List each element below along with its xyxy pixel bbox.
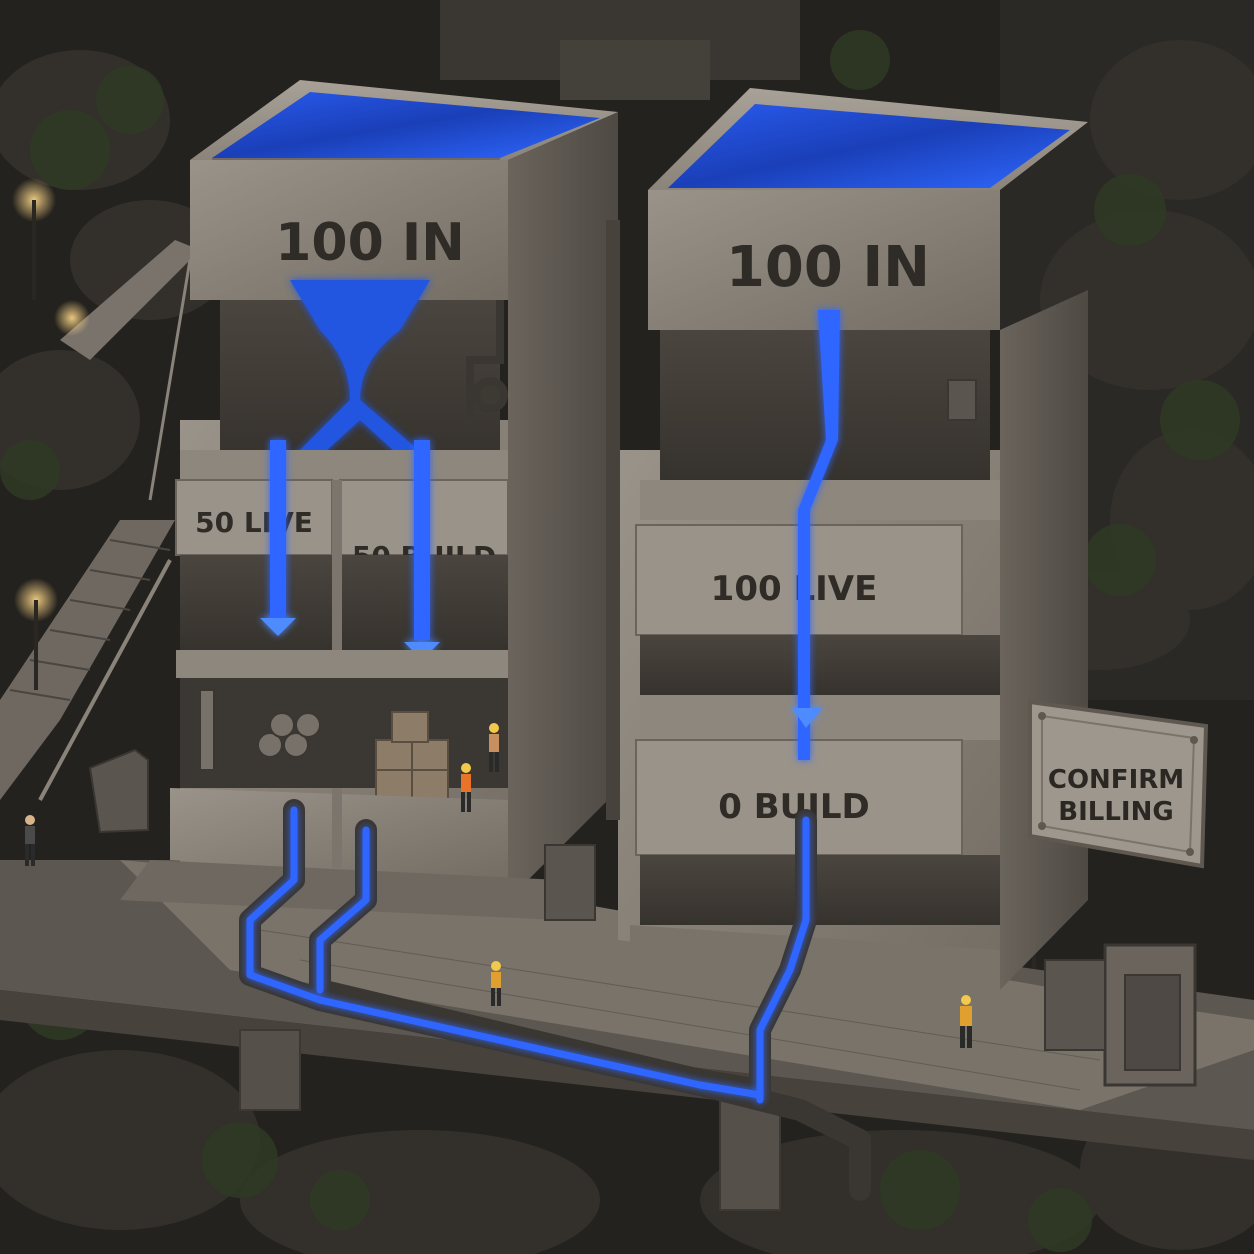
confirm-billing-sign: CONFIRM BILLING bbox=[1028, 699, 1209, 869]
worker-figure bbox=[25, 815, 35, 866]
right-build-label: 0 BUILD bbox=[718, 787, 870, 827]
utility-cabinets bbox=[88, 748, 1197, 1087]
right-live-label: 100 LIVE bbox=[711, 569, 878, 609]
worker-figure bbox=[491, 961, 501, 1006]
sign-line-2: BILLING bbox=[1058, 797, 1173, 827]
crate-stack bbox=[375, 711, 449, 801]
worker-figure bbox=[489, 723, 499, 772]
live-panel-left bbox=[175, 479, 333, 556]
down-arrow-icon bbox=[792, 708, 822, 728]
left-water-pool bbox=[212, 92, 600, 158]
ground-pipes bbox=[239, 799, 871, 1201]
left-water-funnel bbox=[290, 280, 430, 470]
sign-line-1: CONFIRM bbox=[1048, 765, 1184, 795]
worker-figure bbox=[461, 763, 471, 812]
left-live-label: 50 LIVE bbox=[195, 506, 313, 539]
right-flow bbox=[792, 310, 840, 760]
left-header-block bbox=[190, 160, 508, 300]
pipe-stack bbox=[199, 689, 321, 771]
stairway bbox=[0, 240, 200, 801]
electrical-box bbox=[947, 379, 977, 421]
right-header-label: 100 IN bbox=[726, 235, 930, 300]
right-water-pool bbox=[668, 104, 1070, 188]
worker-figure bbox=[960, 995, 972, 1048]
down-arrow-icon bbox=[260, 618, 296, 636]
left-building: 100 IN 50 LIVE 50 BUILD bbox=[120, 80, 618, 920]
left-header-label: 100 IN bbox=[275, 213, 465, 273]
workers bbox=[25, 723, 972, 1048]
right-header-block bbox=[648, 190, 1000, 330]
